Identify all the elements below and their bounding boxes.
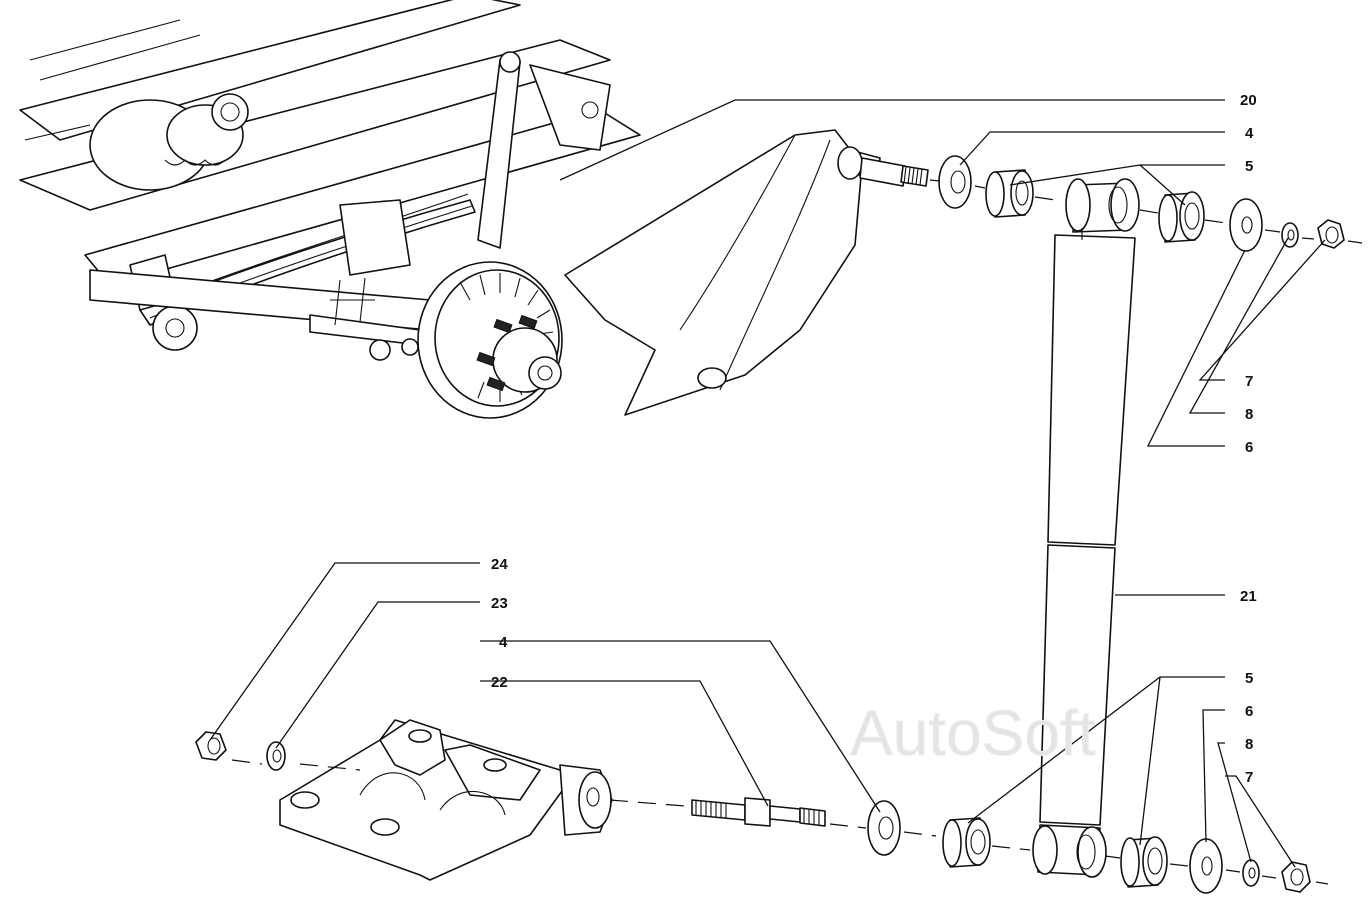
- callout-7-top: 7: [1245, 373, 1253, 390]
- nut-7-lower: [1281, 861, 1311, 893]
- upper-hardware-row: [929, 155, 1363, 252]
- callout-7-bottom: 7: [1245, 769, 1253, 786]
- callout-8-top: 8: [1245, 406, 1253, 423]
- frame-bracket-upper: [564, 129, 929, 416]
- washer-6-upper: [1229, 198, 1263, 252]
- lower-hardware-row: [195, 731, 1329, 894]
- shock-absorber: [1032, 178, 1140, 878]
- stud-22: [691, 797, 826, 827]
- callout-6-top: 6: [1245, 439, 1253, 456]
- nut-24: [195, 731, 227, 761]
- callout-20: 20: [1240, 92, 1257, 109]
- washer-4-lower: [867, 800, 901, 856]
- watermark-text: AutoSoft: [850, 697, 1096, 769]
- callout-23: 23: [491, 595, 508, 612]
- lock-washer-8-lower: [1242, 859, 1260, 887]
- washer-6-lower: [1189, 838, 1223, 894]
- callout-22: 22: [491, 674, 508, 691]
- callout-6-bottom: 6: [1245, 703, 1253, 720]
- callout-8-bottom: 8: [1245, 736, 1253, 753]
- lower-mounting-bracket: [279, 719, 613, 881]
- callout-5-bottom: 5: [1245, 670, 1253, 687]
- leader-lines: [209, 99, 1326, 868]
- callout-4-bottom: 4: [499, 634, 508, 651]
- callout-labels: 20 4 5 7 8 6 21 24 23 4 22 5 6 8 7: [491, 92, 1257, 786]
- washer-4-upper: [938, 155, 972, 209]
- callout-21: 21: [1240, 588, 1257, 605]
- lock-washer-23: [266, 741, 286, 771]
- callout-24: 24: [491, 556, 508, 573]
- rear-axle-assembly-illustration: [19, 0, 641, 419]
- callout-5-top: 5: [1245, 158, 1253, 175]
- callout-4-top: 4: [1245, 125, 1254, 142]
